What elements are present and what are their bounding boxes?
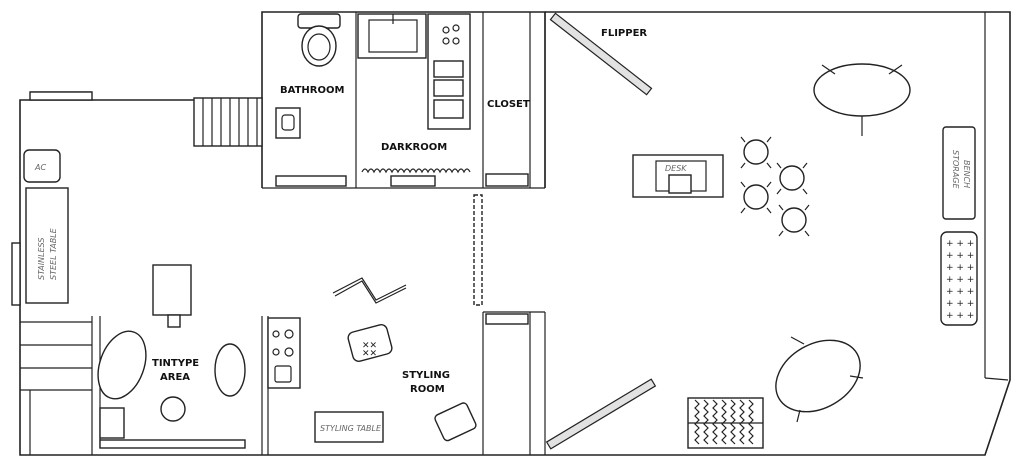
stainless-label-2: STEEL TABLE (49, 227, 58, 280)
darkroom-tray (433, 60, 464, 78)
pegboard (940, 231, 978, 326)
ac-unit: AC (23, 149, 61, 183)
flipper-panel (545, 378, 657, 450)
svg-text:✕✕: ✕✕ (362, 341, 377, 351)
softbox-light (214, 343, 246, 397)
tintype-label-1: TINTYPE (152, 358, 199, 369)
darkroom-curtain (361, 168, 471, 174)
desk-label: DESK (665, 164, 687, 173)
stairs (193, 97, 263, 147)
svg-text:+ + +: + + + (946, 263, 974, 273)
rug-pattern (688, 399, 763, 445)
styling-label-1: STYLING (402, 370, 450, 381)
svg-text:+ + +: + + + (946, 299, 974, 309)
reflector-bottom (775, 336, 864, 423)
closet-label: CLOSET (487, 99, 530, 110)
styling-table (314, 411, 384, 443)
outer-walls (11, 11, 1011, 456)
stool-group (740, 136, 810, 237)
stool (160, 396, 186, 422)
pegboard-grid: + + + + + + + + + + + + + + + + + + + + … (946, 239, 974, 321)
storage-label-1: STORAGE (951, 150, 960, 189)
ac-label: AC (34, 163, 46, 172)
studio: FLIPPER DESK (545, 12, 978, 450)
styling-room: ✕✕ ✕✕ STYLING TABLE STYLING ROOM (267, 277, 477, 443)
softbox-light (97, 330, 147, 400)
styling-chair (347, 323, 393, 363)
darkroom-tray (433, 79, 464, 97)
stainless-steel-table: STAINLESS STEEL TABLE (25, 187, 69, 304)
svg-text:+ + +: + + + (946, 239, 974, 249)
darkroom-tray (433, 99, 464, 119)
svg-text:✕✕: ✕✕ (362, 349, 377, 359)
flipper-label: FLIPPER (601, 28, 647, 39)
svg-text:+ + +: + + + (946, 251, 974, 261)
bathroom: BATHROOM (275, 13, 347, 187)
camera-box (152, 264, 192, 316)
storage-label-2: BENCH (962, 160, 971, 188)
tintype-area: TINTYPE AREA (97, 264, 246, 439)
styling-chair-2 (434, 402, 477, 442)
svg-text:+ + +: + + + (946, 287, 974, 297)
tintype-label-2: AREA (160, 372, 190, 383)
styling-label-2: ROOM (410, 384, 445, 395)
bathroom-sink (275, 107, 301, 139)
storage-bench (942, 126, 976, 220)
folding-screen (332, 277, 407, 301)
darkroom: DARKROOM (357, 13, 471, 187)
svg-text:+ + +: + + + (946, 275, 974, 285)
reflector-top (813, 63, 911, 136)
bathroom-label: BATHROOM (280, 85, 344, 96)
flipper-panel (549, 12, 653, 96)
stainless-label-1: STAINLESS (37, 238, 46, 280)
darkroom-label: DARKROOM (381, 142, 447, 153)
svg-text:+ + +: + + + (946, 311, 974, 321)
styling-table-label: STYLING TABLE (320, 424, 382, 433)
